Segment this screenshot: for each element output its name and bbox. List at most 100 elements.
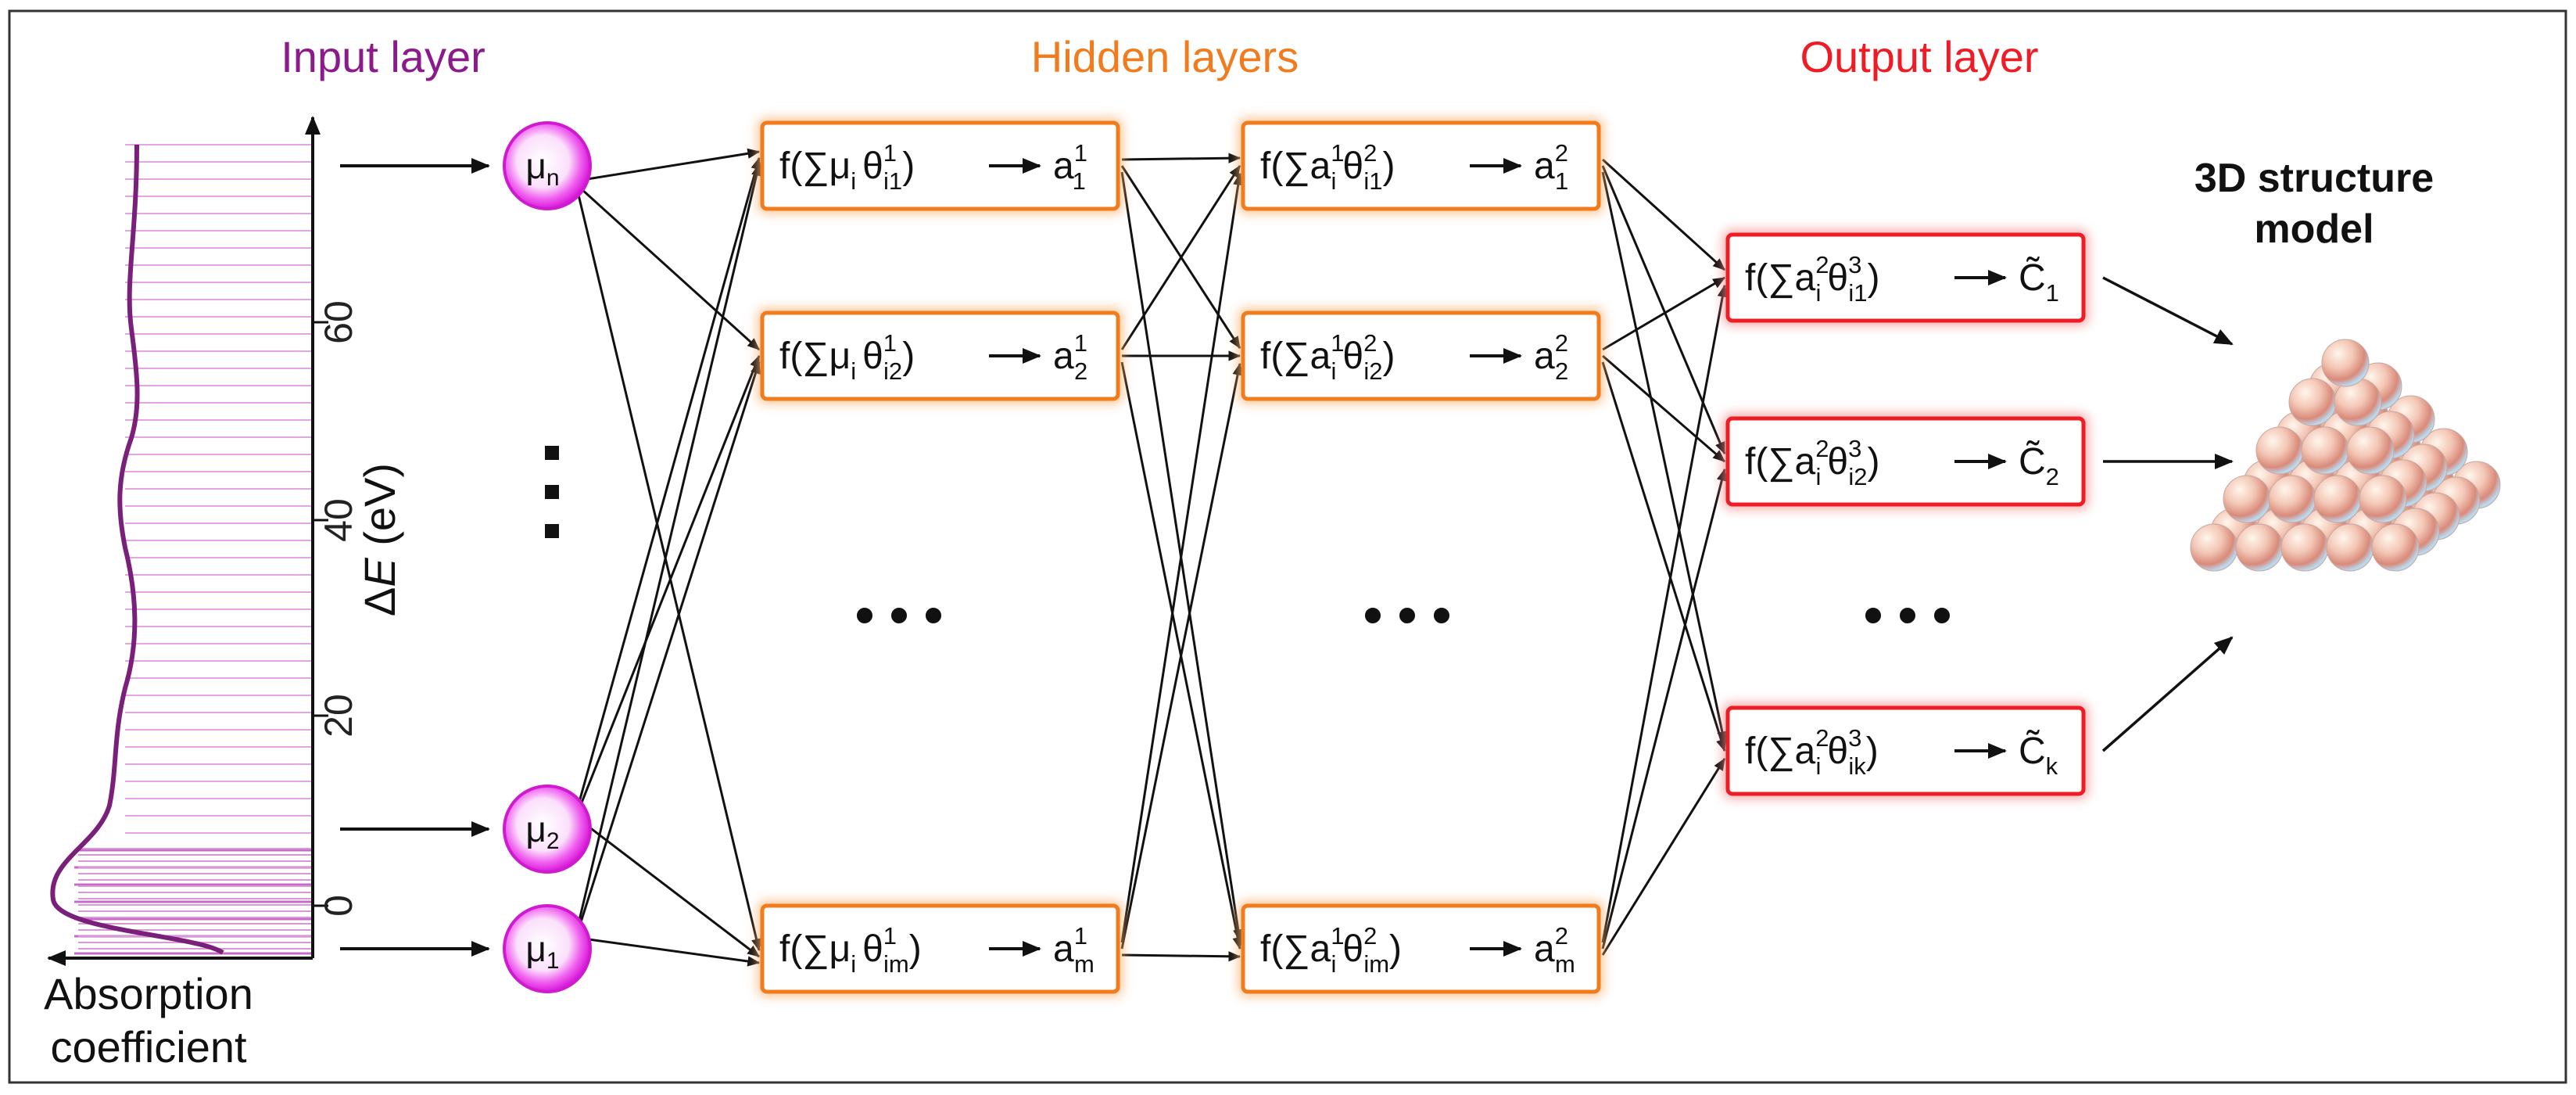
structure-atom-sphere <box>2321 339 2370 387</box>
structure-atom-sphere <box>2346 426 2395 475</box>
structure-model-pyramid <box>2190 339 2501 572</box>
spectrum-curve <box>50 144 224 955</box>
hidden2-to-output-connection <box>1601 165 1726 455</box>
hidden-1-ellipsis: • • • <box>855 584 943 645</box>
hidden1-to-hidden2-connection <box>1121 951 1241 962</box>
structure-atom-sphere <box>2326 523 2374 572</box>
network-connections <box>576 148 1728 967</box>
input-node-label: μ2 <box>525 809 559 854</box>
neuron-box <box>760 311 1120 401</box>
input-node: μ1 <box>503 904 592 993</box>
hidden1-to-hidden2-connection <box>1120 172 1244 943</box>
ck-to-model-arrow <box>2101 636 2234 752</box>
neuron-output: C̃k <box>2019 730 2058 780</box>
hidden-layers-title: Hidden layers <box>1031 32 1299 81</box>
hidden2-to-output-connection <box>1601 468 1727 950</box>
structure-atom-sphere <box>2190 523 2238 572</box>
energy-tick-label: 40 <box>317 498 360 542</box>
hidden2-to-output-connection <box>1602 354 1726 463</box>
structure-atom-sphere <box>2235 523 2284 572</box>
input-ellipsis <box>545 446 559 538</box>
structure-atom-sphere <box>2301 426 2349 475</box>
neuron-box <box>1725 416 2086 507</box>
energy-axis-label: ΔE (eV) <box>355 463 404 616</box>
neuron-box <box>760 120 1120 211</box>
neuron-box <box>1725 232 2086 323</box>
structure-atom-sphere <box>2288 378 2337 426</box>
structure-atom-sphere <box>2280 523 2329 572</box>
structure-atom-sphere <box>2359 475 2407 523</box>
hidden2-to-output-connection <box>1601 158 1726 271</box>
neuron-output: C̃2 <box>2019 440 2059 490</box>
input-to-hidden1-connection <box>576 156 761 810</box>
hidden2-to-output-connection <box>1601 171 1728 745</box>
neuron-box <box>1241 120 1601 211</box>
input-node-circle <box>503 904 592 993</box>
input-node: μn <box>503 121 592 210</box>
input-to-hidden1-connection <box>576 361 761 934</box>
input-layer-title: Input layer <box>281 32 485 81</box>
input-node-label: μ1 <box>525 928 559 974</box>
hidden2-to-output-connection <box>1601 284 1728 943</box>
input-to-hidden1-connection <box>577 148 761 182</box>
input-to-hidden1-connection <box>576 354 761 814</box>
input-node-label: μn <box>525 145 559 191</box>
neuron-box <box>760 903 1120 994</box>
model-title-line2: model <box>2254 206 2374 252</box>
input-node-circle <box>503 121 592 210</box>
input-to-hidden1-connection <box>576 189 762 952</box>
absorption-axis-label-line2: coefficient <box>50 1022 247 1072</box>
model-title-line1: 3D structure <box>2194 156 2434 201</box>
output-layer-title: Output layer <box>1800 32 2038 81</box>
structure-atom-sphere <box>2313 475 2362 523</box>
hidden1-to-hidden2-connection <box>1120 362 1243 950</box>
figure-border <box>8 9 2567 1084</box>
hidden2-to-output-connection <box>1602 276 1726 351</box>
input-to-hidden1-connection <box>576 163 762 929</box>
input-to-hidden1-connection <box>576 184 761 351</box>
absorption-axis-label-line1: Absorption <box>44 969 253 1018</box>
structure-atom-sphere <box>2371 523 2420 572</box>
neuron-box <box>1241 903 1601 994</box>
hidden1-to-hidden2-connection <box>1120 164 1241 350</box>
energy-tick-label: 0 <box>317 895 360 917</box>
input-node-circle <box>503 784 592 874</box>
hidden1-to-hidden2-connection <box>1121 153 1241 163</box>
structure-atom-sphere <box>2223 475 2271 523</box>
neuron-box <box>1725 705 2086 796</box>
neuron-output: C̃1 <box>2019 257 2059 307</box>
input-nodes: μn μ2 μ1 <box>503 121 592 993</box>
hidden2-to-output-connection <box>1601 361 1726 752</box>
structure-atom-sphere <box>2255 426 2304 475</box>
spectrum-sample-lines <box>74 144 313 955</box>
energy-tick-label: 60 <box>317 300 360 344</box>
structure-atom-sphere <box>2268 475 2316 523</box>
neuron-box <box>1241 311 1601 401</box>
